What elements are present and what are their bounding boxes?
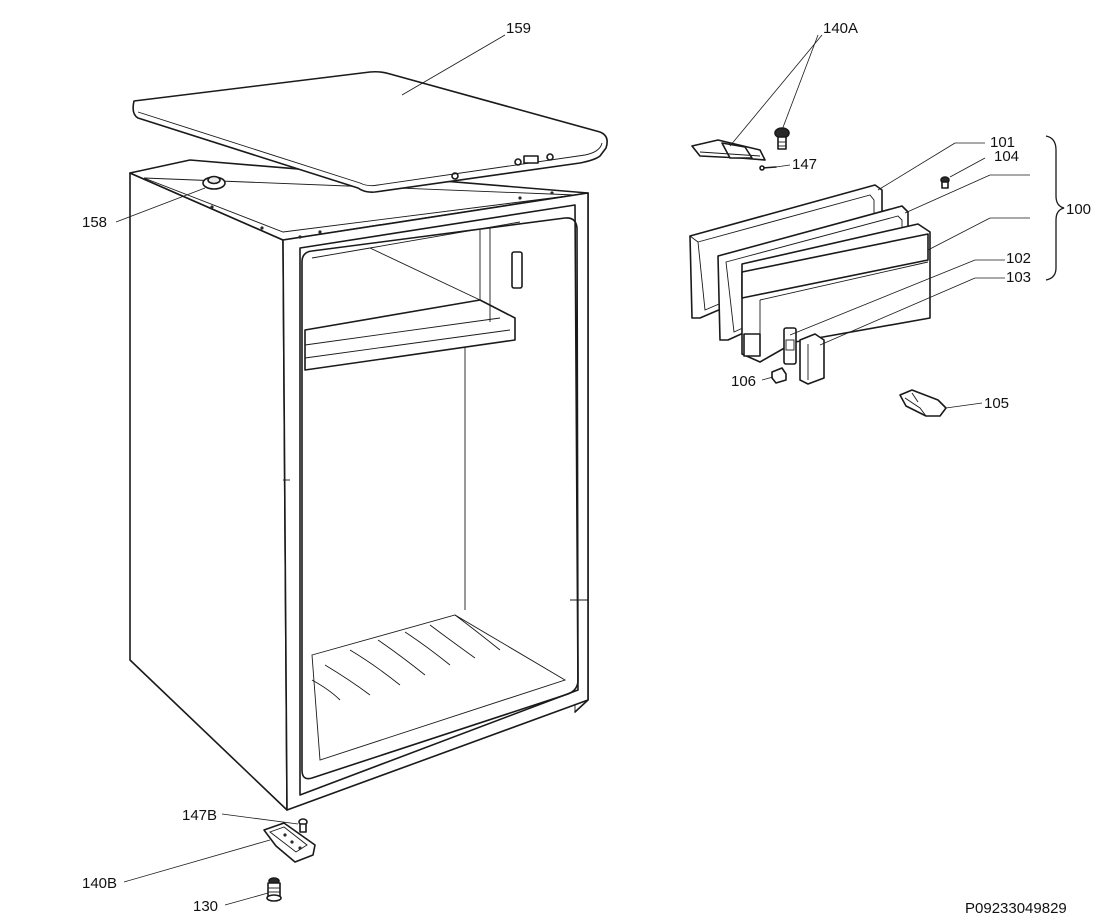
label-130: 130: [193, 898, 218, 915]
door-assembly: [689, 176, 950, 385]
label-102: 102: [1006, 250, 1031, 267]
label-159: 159: [506, 20, 531, 37]
label-104: 104: [994, 148, 1019, 165]
leader-lines: [115, 34, 1065, 906]
label-140A: 140A: [823, 20, 858, 37]
worktop-lid: [132, 70, 608, 193]
label-100: 100: [1066, 201, 1091, 218]
label-158: 158: [82, 214, 107, 231]
drawing-code: P09233049829: [965, 900, 1067, 917]
door-stop-105-part: [899, 389, 947, 417]
label-106: 106: [731, 373, 756, 390]
screw-147B-part: [298, 818, 308, 833]
label-103: 103: [1006, 269, 1031, 286]
pin-147-part: [759, 165, 777, 171]
label-101: 101: [990, 134, 1015, 151]
part-labels: 159 158 140A 147 101 104 100 102 103 106…: [82, 20, 1091, 917]
foot-130-part: [266, 877, 282, 902]
label-140B: 140B: [82, 875, 117, 892]
lower-hinge-140B-part: [263, 822, 316, 863]
cabinet-body: [129, 159, 589, 811]
foot-158-part: [202, 175, 226, 190]
upper-hinge-140A-part: [691, 127, 790, 161]
label-105: 105: [984, 395, 1009, 412]
label-147: 147: [792, 156, 817, 173]
label-147B: 147B: [182, 807, 217, 824]
